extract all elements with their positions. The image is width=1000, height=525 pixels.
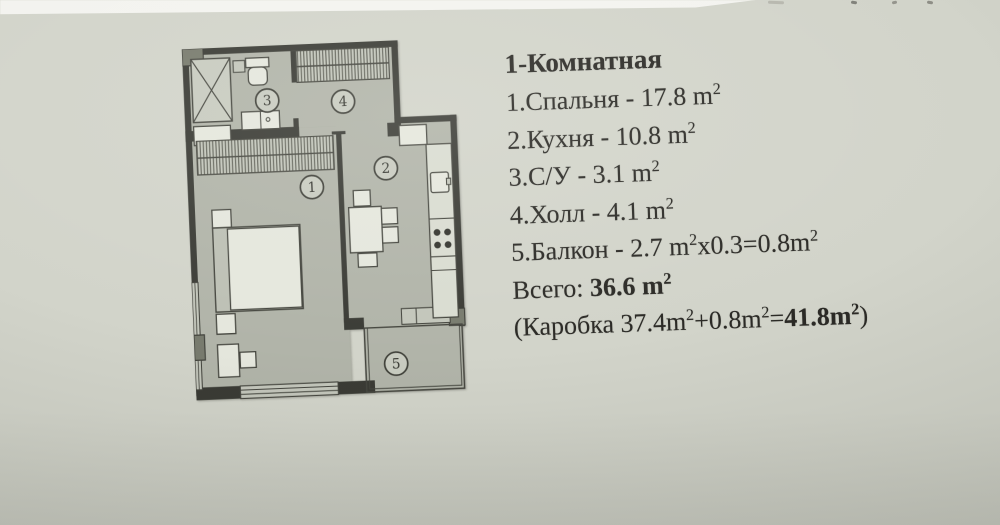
kitchen-furniture [347,123,460,319]
wall-step [394,114,457,124]
windows [191,281,451,400]
room-number-labels: 1 2 3 4 5 [254,88,409,377]
chair [352,189,372,208]
toilet-icon [244,56,270,69]
paper-top-white-edge [0,0,756,15]
wall-right-hall [391,40,401,124]
floor-plan-drawing: 1 2 3 4 5 [181,40,466,401]
window-bedroom-bottom [239,381,340,400]
wall-partition-cap [331,130,346,135]
bedroom-furniture [211,208,305,379]
nightstand-top [211,208,233,229]
cropped-pen-mark [767,0,785,5]
kitchen-table [347,205,384,254]
bathroom-shelf [232,59,246,73]
room-label-balcony: 5 [392,356,401,372]
nightstand-bottom [215,312,237,335]
room-label-bathroom: 3 [263,93,272,109]
bathroom-fixtures [232,56,281,131]
wardrobe-hall [295,46,391,84]
wall-left-window-pier [193,334,206,362]
wall-balcony-door-jamb [343,317,365,331]
floor-plan: 1 2 3 4 5 [181,38,473,412]
kitchen-vent-box [398,123,428,147]
faucet-icon [445,177,452,186]
counter-seams [429,217,457,272]
room-label-bedroom: 1 [307,180,316,196]
toilet-bowl-icon [247,66,269,86]
room-label-hall: 4 [338,94,347,110]
wall-bathroom-right-lower [293,118,300,138]
ventilation-shaft [190,57,233,147]
wall-top [181,40,398,56]
chair [381,226,400,244]
chair [357,252,379,268]
wall-right-kitchen [450,114,466,327]
bed-blanket [226,225,303,311]
shaft-cross-icon [190,57,233,123]
cropped-pen-mark [850,0,858,5]
balcony-glazing [363,323,466,394]
dresser [216,343,241,379]
cropped-pen-mark [926,0,934,5]
wall-partition-bedroom-kitchen [336,133,350,323]
floor-balcony [364,322,465,393]
chair [380,207,399,225]
stove-icon [433,228,452,249]
wall-entry-jamb [387,122,402,137]
faucet-icon [265,117,271,122]
cropped-pen-mark [891,0,898,5]
room-label-kitchen: 2 [381,161,390,177]
wardrobe-bedroom [195,135,335,176]
stool [239,350,257,369]
wall-bathroom-right-upper [290,50,298,83]
